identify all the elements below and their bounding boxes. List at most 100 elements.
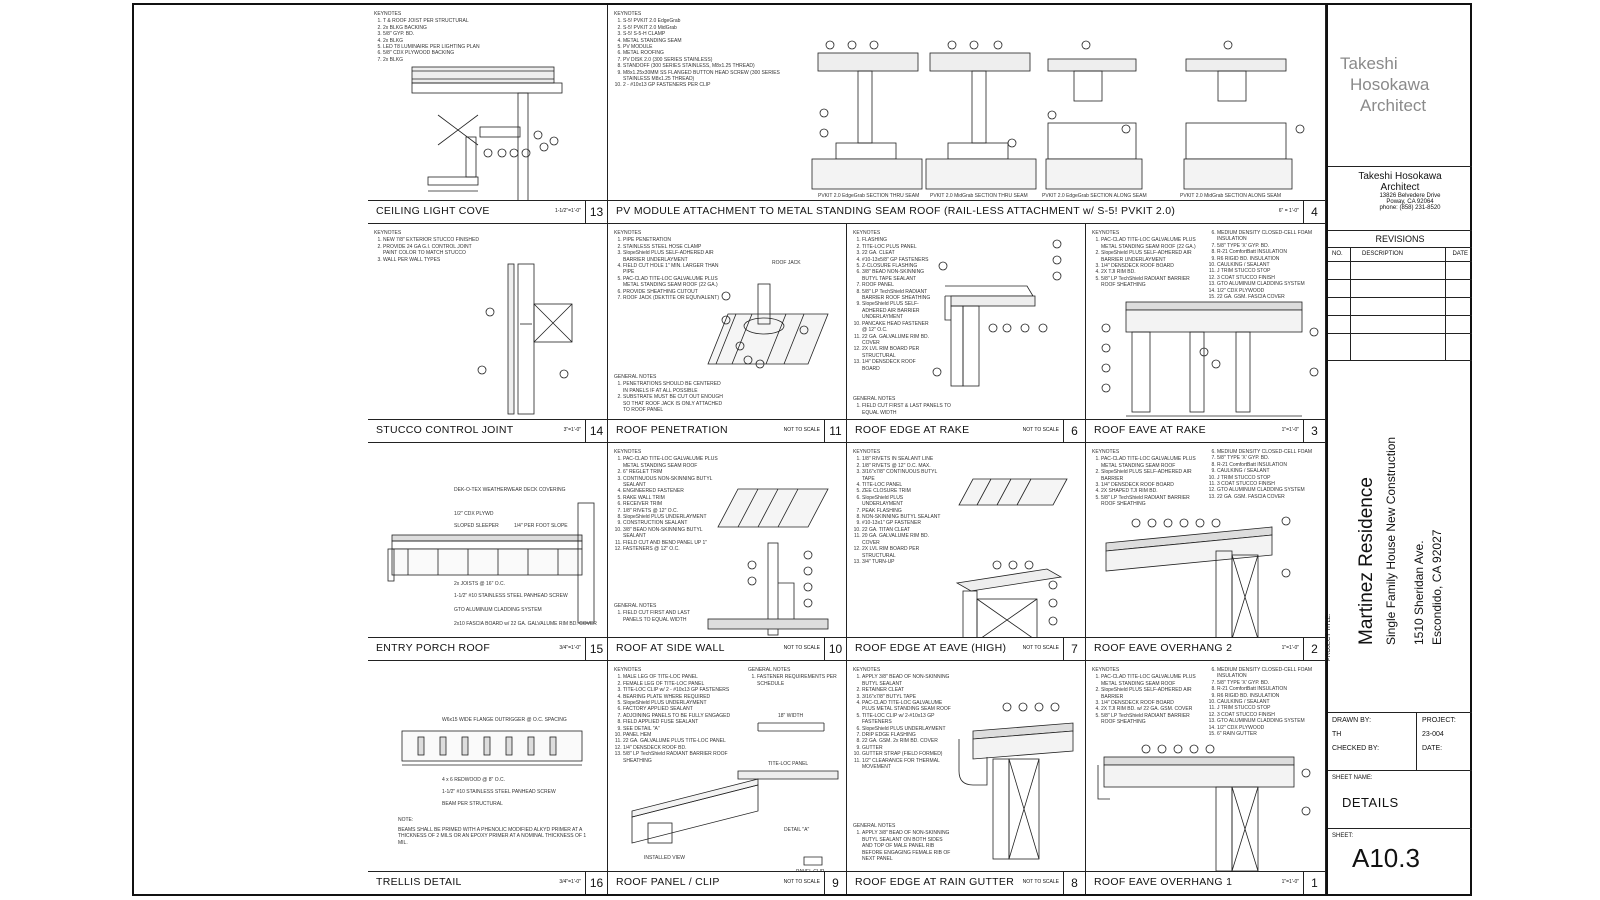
keynotes: KEYNOTES MALE LEG OF TITE-LOC PANELFEMAL…	[614, 667, 742, 764]
note-item: R-21 ComfortBatt INSULATION	[1217, 249, 1316, 255]
note-item: SlopeShield PLUS UNDERLAYMENT	[623, 514, 724, 520]
panel-clip-drawing: 18" WIDTH TITE-LOC PANEL DETAIL "A" INST…	[631, 713, 839, 875]
sheet-name-block: SHEET NAME: DETAILS	[1328, 771, 1472, 829]
roof-jack-label: ROOF JACK	[772, 260, 801, 266]
note-item: 2X LVL RIM BOARD PER STRUCTURAL	[862, 546, 943, 559]
note-item: 2X TJI RIM BD. w/ 22 GA. GSM. COVER	[1101, 706, 1200, 712]
note-item: 1/4" DENSDECK ROOF BOARD	[1101, 482, 1200, 488]
note-item: 3/4" TURN-UP	[862, 559, 943, 565]
detail-title-bar: ROOF EAVE OVERHANG 2 1"=1'-0" 2	[1086, 637, 1325, 660]
note-item: 22 GA. CLEAT	[862, 250, 933, 256]
note-item: 22 GA. GSM. FASCIA COVER	[1217, 294, 1316, 300]
callout: BEAM PER STRUCTURAL	[442, 801, 503, 807]
keynotes: KEYNOTES APPLY 3/8" BEAD OF NON-SKINNING…	[853, 667, 953, 771]
note-item: PV MODULE	[623, 44, 804, 50]
note-item: MEDIUM DENSITY CLOSED-CELL FOAM	[1217, 449, 1316, 455]
note-item: 2 - #10x13 GP FASTENERS PER CLIP	[623, 82, 804, 88]
eave-at-rake-drawing	[1101, 301, 1319, 417]
note-item: TITE-LOC PANEL	[862, 482, 943, 488]
revisions-table: REVISIONS NO. DESCRIPTION DATE	[1328, 231, 1472, 361]
note-item: S-5! S-5-H CLAMP	[623, 31, 804, 37]
note-item: M8x1.25x30MM SS FLANGED BUTTON HEAD SCRE…	[623, 70, 804, 83]
note-item: GUTTER	[862, 745, 953, 751]
note-item: FACTORY APPLIED SEALANT	[623, 706, 742, 712]
title-block: Takeshi Hosokawa Architect Takeshi Hosok…	[1326, 5, 1472, 894]
callout: INSTALLED VIEW	[644, 855, 685, 861]
detail-14: KEYNOTES NEW 7/8" EXTERIOR STUCCO FINISH…	[368, 224, 608, 443]
keynotes: KEYNOTES PAC-CLAD TITE-LOC GALVALUME PLU…	[1092, 667, 1316, 737]
note-item: PAC-CLAD TITE-LOC GALVALUME PLUS METAL S…	[623, 276, 722, 289]
note-item: FIELD CUT FIRST AND LAST PANELS TO EQUAL…	[623, 610, 704, 623]
note-item: SlopeShield PLUS SELF-ADHERED AIR BARRIE…	[1101, 687, 1200, 700]
architect-info: Takeshi Hosokawa Architect 13826 Belvede…	[1328, 167, 1472, 231]
note-item: SlopeShield PLUS UNDERLAYMENT	[862, 726, 953, 732]
detail-title-bar: ROOF EAVE AT RAKE 1"=1'-0" 3	[1086, 419, 1325, 442]
detail-title-bar: ROOF PENETRATION NOT TO SCALE 11	[608, 419, 846, 442]
note-item: 3/16"x7/8" CONTINUOUS BUTYL TAPE	[862, 469, 943, 482]
note-item: FASTENER REQUIREMENTS PER SCHEDULE	[757, 674, 838, 687]
note-item: SlopeShield PLUS SELF-ADHERED AIR BARRIE…	[1101, 469, 1200, 482]
note-item: PAC-CLAD TITE-LOC GALVALUME PLUS METAL S…	[623, 456, 724, 469]
side-wall-drawing	[707, 488, 829, 636]
note-item: SlopeShield PLUS SELF-ADHERED AIR BARRIE…	[623, 250, 722, 263]
note-item: #10-13x5/8" GP FASTENERS	[862, 257, 933, 263]
note-item: 1/4" DENSDECK ROOF BOARD	[1101, 263, 1200, 269]
note-item: 2X LVL RIM BOARD PER STRUCTURAL	[862, 346, 933, 359]
detail-6: KEYNOTES FLASHINGTITE-LOC PLUS PANEL22 G…	[847, 224, 1086, 443]
detail-title-bar: ROOF PANEL / CLIP NOT TO SCALE 9	[608, 871, 846, 894]
detail-title-bar: PV MODULE ATTACHMENT TO METAL STANDING S…	[608, 200, 1325, 223]
callout: 2x JOISTS @ 16" O.C.	[454, 581, 505, 587]
note-item: 3 COAT STUCCO FINISH	[1217, 712, 1316, 718]
callout: 2x10 FASCIA BOARD w/ 22 GA. GALVALUME RI…	[454, 621, 597, 627]
general-notes: GENERAL NOTES FIELD CUT FIRST & LAST PAN…	[853, 396, 953, 416]
note-item: 5/8" TYPE 'X' GYP. BD.	[1217, 243, 1316, 249]
note-item: 6" RAIN GUTTER	[1217, 731, 1316, 737]
general-notes: GENERAL NOTES FIELD CUT FIRST AND LAST P…	[614, 603, 704, 623]
note-item: CAULKING / SEALANT	[1217, 468, 1316, 474]
callout: GTO ALUMINUM CLADDING SYSTEM	[454, 607, 542, 613]
note-item: #10-13x1" GP FASTENER	[862, 520, 943, 526]
section-caption: PVKIT 2.0 MidGrab SECTION THRU SEAM	[930, 193, 1028, 199]
note-item: FEMALE LEG OF TITE-LOC PANEL	[623, 681, 742, 687]
detail-2: KEYNOTES PAC-CLAD TITE-LOC GALVALUME PLU…	[1086, 443, 1326, 661]
note-item: MEDIUM DENSITY CLOSED-CELL FOAM INSULATI…	[1217, 667, 1316, 680]
note-item: WALL PER WALL TYPES	[383, 257, 484, 263]
note-item: 1/2" CDX PLYWOOD	[1217, 725, 1316, 731]
note-item: CAULKING / SEALANT	[1217, 699, 1316, 705]
note-item: PAC-CLAD TITE-LOC GALVALUME PLUS METAL S…	[862, 700, 953, 713]
note-item: J TRIM STUCCO STOP	[1217, 268, 1316, 274]
note-item: PANEL HEM	[623, 732, 742, 738]
keynotes: KEYNOTES PIPE PENETRATIONSTAINLESS STEEL…	[614, 230, 722, 301]
note-item: TITE-LOC CLIP w/ 2 - #10x13 GP FASTENERS	[623, 687, 742, 693]
note-item: PENETRATIONS SHOULD BE CENTERED IN PANEL…	[623, 381, 724, 394]
note-item: ZEE CLOSURE TRIM	[862, 488, 943, 494]
note-item: METAL ROOFING	[623, 50, 804, 56]
detail-10: KEYNOTES PAC-CLAD TITE-LOC GALVALUME PLU…	[608, 443, 847, 661]
detail-15: DEK-O-TEX WEATHERWEAR DECK COVERING 1/2"…	[368, 443, 608, 661]
stucco-joint-drawing	[477, 263, 573, 415]
note-item: 1/8" RIVETS @ 12" O.C. MAX.	[862, 463, 943, 469]
keynotes: KEYNOTES FLASHINGTITE-LOC PLUS PANEL22 G…	[853, 230, 933, 372]
note-item: SlopeShield PLUS SELF-ADHERED AIR BARRIE…	[1101, 250, 1200, 263]
note-item: APPLY 3/8" BEAD OF NON-SKINNING BUTYL SE…	[862, 830, 953, 862]
note-item: 3 COAT STUCCO FINISH	[1217, 275, 1316, 281]
detail-title-bar: ROOF EDGE AT RAIN GUTTER NOT TO SCALE 8	[847, 871, 1085, 894]
note-item: PAC-CLAD TITE-LOC GALVALUME PLUS METAL S…	[1101, 237, 1200, 250]
note-item: 1/2" CDX PLYWOOD	[1217, 288, 1316, 294]
note-item: 5/8" LP TechShield RADIANT BARRIER ROOF …	[1101, 495, 1200, 508]
note-item: 1/4" DENSDECK ROOF BOARD	[1101, 700, 1200, 706]
architect-logo: Takeshi Hosokawa Architect	[1328, 5, 1472, 167]
note-item: FIELD APPLIED FUSE SEALANT	[623, 719, 742, 725]
note-item: 3/16"x7/8" BUTYL TAPE	[862, 694, 953, 700]
section-caption: PVKIT 2.0 EdgeGrab SECTION THRU SEAM	[818, 193, 919, 199]
detail-title-bar: ROOF EAVE OVERHANG 1 1"=1'-0" 1	[1086, 871, 1325, 894]
note-item: STAINLESS STEEL HOSE CLAMP	[623, 244, 722, 250]
section-caption: PVKIT 2.0 EdgeGrab SECTION ALONG SEAM	[1042, 193, 1147, 199]
note-item: 2x BLKG BACKING	[383, 25, 494, 31]
note-item: Z-CLOSURE FLASHING	[862, 263, 933, 269]
note-item: SUBSTRATE MUST BE CUT OUT ENOUGH SO THAT…	[623, 394, 724, 413]
callout: 1/4" PER FOOT SLOPE	[514, 523, 568, 529]
note-item: 22 GA. TITAN CLEAT	[862, 527, 943, 533]
note-item: T & ROOF JOIST PER STRUCTURAL	[383, 18, 494, 24]
note-item: SEE DETAIL "A"	[623, 726, 742, 732]
